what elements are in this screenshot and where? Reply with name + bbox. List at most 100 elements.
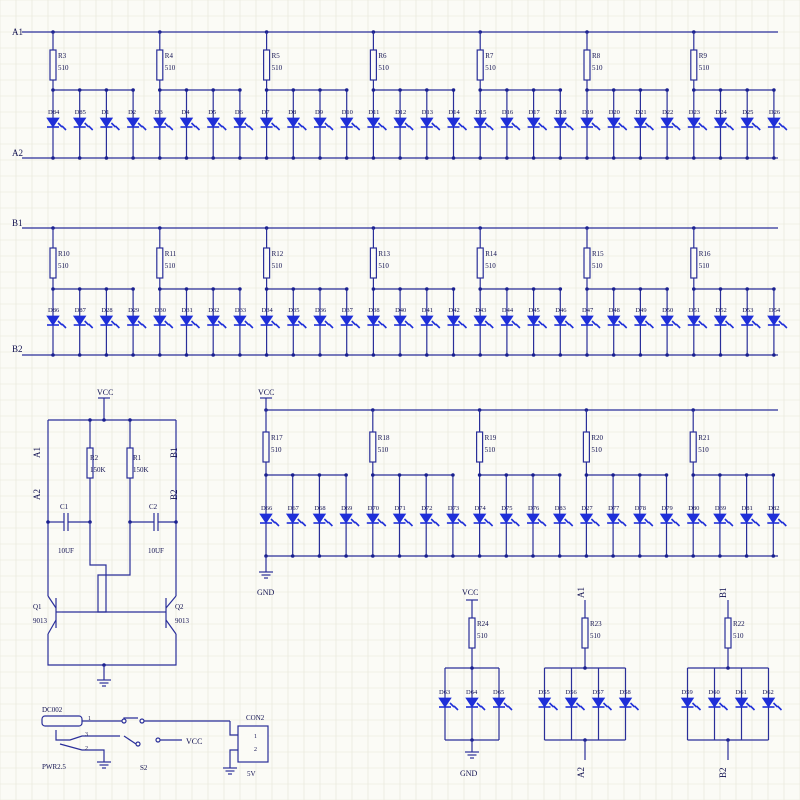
led-body (153, 315, 167, 326)
junction-dot (344, 473, 348, 477)
cross-wire (62, 522, 107, 613)
led-light-arrow (697, 518, 703, 524)
resistor-label: R19 (485, 434, 497, 442)
junction-dot (611, 156, 616, 160)
switch-lever (123, 735, 137, 745)
junction-dot (184, 156, 189, 160)
junction-dot (131, 156, 135, 160)
led-body (312, 513, 327, 524)
resistor-value: 510 (58, 262, 69, 270)
led-light-arrow (507, 705, 513, 711)
led (366, 117, 387, 131)
junction-dot (558, 156, 563, 160)
junction-dot (398, 287, 402, 291)
led-light-arrow (724, 518, 730, 524)
led-light-arrow (728, 521, 734, 527)
junction-dot (131, 88, 135, 92)
q1-type: 9013 (33, 617, 48, 625)
junction-dot (718, 353, 723, 357)
led-light-arrow (594, 521, 600, 527)
junction-dot (77, 156, 82, 160)
led-label: D41 (422, 307, 433, 314)
led (553, 117, 574, 131)
jack-label: DC002 (42, 706, 63, 714)
led-label: D30 (155, 307, 166, 314)
junction-dot (211, 156, 215, 160)
emitter-rail (47, 634, 177, 666)
jack-wire (59, 743, 105, 762)
led-light-arrow (751, 518, 757, 524)
junction-dot (531, 554, 535, 558)
junction-dot (772, 156, 776, 160)
led (259, 117, 281, 131)
led-body (633, 315, 648, 326)
led (366, 315, 387, 329)
led-light-arrow (728, 125, 735, 131)
led-light-arrow (194, 323, 201, 329)
led-body (99, 315, 114, 326)
led-label: D58 (620, 689, 631, 696)
led-light-arrow (671, 320, 677, 326)
led-light-arrow (675, 323, 681, 329)
junction-dot (344, 353, 349, 357)
junction-dot (291, 88, 296, 92)
junction-dot (291, 287, 296, 291)
junction-dot (371, 287, 376, 291)
resistor-value: 510 (485, 262, 496, 270)
cross-wire (97, 522, 160, 613)
junction-dot (238, 88, 242, 92)
led-light-arrow (168, 125, 174, 131)
led-light-arrow (275, 323, 281, 329)
led-body (46, 117, 60, 128)
resistor-label: R13 (378, 250, 390, 258)
led-label: D4 (182, 109, 191, 116)
junction-dot (531, 156, 536, 160)
resistor (582, 431, 591, 463)
led-light-arrow (772, 702, 779, 708)
led-light-arrow (648, 323, 654, 329)
led-label: D9 (315, 109, 323, 116)
led-light-arrow (476, 702, 482, 708)
junction-dot (77, 88, 82, 92)
junction-dot (211, 353, 215, 357)
resistor-value: 510 (58, 64, 69, 72)
led-light-arrow (778, 122, 784, 128)
junction-dot (531, 473, 535, 477)
led-light-arrow (377, 122, 383, 128)
junction-dot (104, 353, 109, 357)
junction-dot (317, 473, 322, 477)
led-label: D55 (539, 689, 550, 696)
led-label: D82 (768, 505, 779, 512)
vcc-label-power: VCC (186, 737, 202, 746)
led-light-arrow (515, 125, 521, 131)
led-label: D80 (688, 505, 699, 512)
switch-contact (139, 718, 145, 724)
led-light-arrow (724, 320, 731, 326)
junction-dot (772, 88, 776, 92)
junction-dot (611, 353, 616, 357)
led-light-arrow (217, 320, 223, 326)
led-light-arrow (595, 125, 601, 131)
led-body (366, 513, 380, 524)
led-body (446, 513, 460, 524)
connector-label: CON2 (246, 714, 265, 722)
jack-type: PWR2.5 (42, 763, 66, 771)
led-label: D84 (48, 109, 60, 116)
led-light-arrow (648, 125, 654, 131)
transistor-q2 (165, 595, 177, 609)
led-body (767, 117, 781, 128)
led-light-arrow (702, 323, 708, 329)
junction-dot (371, 554, 375, 558)
led-body (99, 117, 114, 128)
led-body (767, 315, 781, 326)
led-light-arrow (404, 122, 410, 128)
led-body (606, 117, 621, 128)
led-body (761, 697, 776, 708)
led (606, 513, 627, 527)
led-light-arrow (755, 323, 761, 329)
junction-dot (344, 287, 349, 291)
led-body (420, 315, 434, 326)
led-light-arrow (164, 320, 170, 326)
led (446, 117, 468, 131)
led (580, 315, 601, 329)
